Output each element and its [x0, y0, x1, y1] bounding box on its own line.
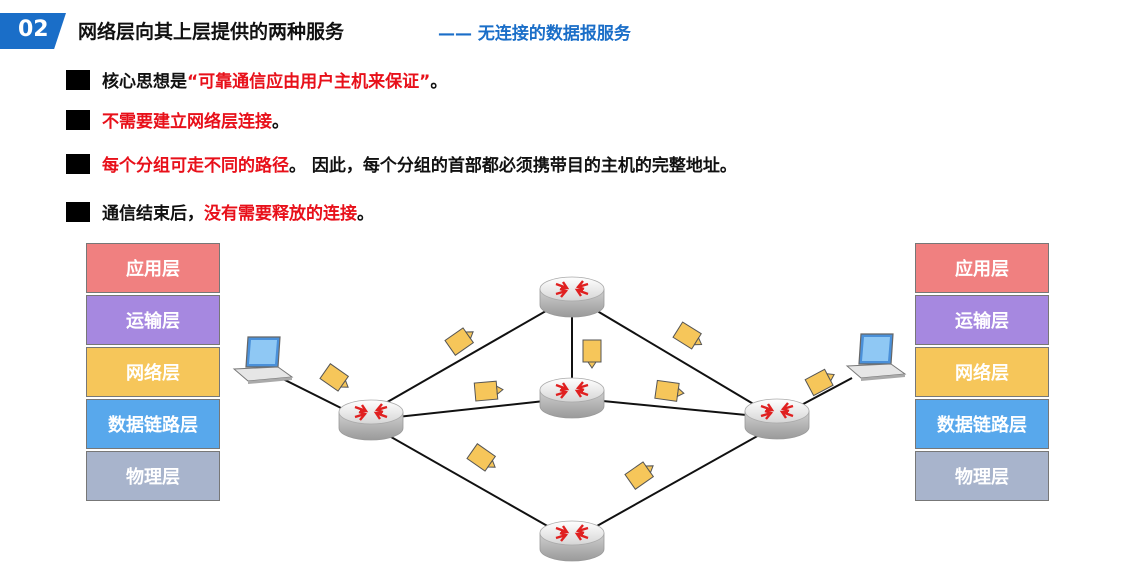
- bullet-item-4: 通信结束后， 没有需要释放的连接 。: [66, 199, 374, 224]
- router-icon: [538, 519, 606, 563]
- packet-icon: [319, 363, 354, 396]
- bullet-text: 。: [430, 72, 448, 92]
- bullet-item-3: 每个分组可走不同的路径 。 因此，每个分组的首部都必须携带目的主机的完整地址。: [66, 151, 737, 176]
- section-number-badge: 02: [0, 13, 66, 49]
- bullet-square-icon: [66, 69, 90, 90]
- layer-network: 网络层: [915, 347, 1049, 397]
- bullet-highlight: 没有需要释放的连接: [204, 204, 357, 224]
- section-number: 02: [18, 17, 49, 42]
- layer-physical: 物理层: [915, 451, 1049, 501]
- bullet-text: 核心思想是: [102, 72, 187, 92]
- bullet-text: 通信结束后，: [102, 204, 204, 224]
- layer-physical: 物理层: [86, 451, 220, 501]
- layer-application: 应用层: [915, 243, 1049, 293]
- bullet-highlight: 不需要建立网络层连接: [102, 112, 272, 132]
- bullet-item-2: 不需要建立网络层连接 。: [66, 107, 289, 132]
- bullet-highlight: 每个分组可走不同的路径: [102, 156, 289, 176]
- page-title: 网络层向其上层提供的两种服务: [78, 21, 345, 43]
- router-icon: [538, 376, 606, 420]
- left-protocol-stack: 应用层 运输层 网络层 数据链路层 物理层: [86, 243, 220, 503]
- layer-application: 应用层: [86, 243, 220, 293]
- layer-data-link: 数据链路层: [915, 399, 1049, 449]
- bullet-square-icon: [66, 109, 90, 130]
- laptop-icon: [846, 333, 906, 382]
- layer-data-link: 数据链路层: [86, 399, 220, 449]
- laptop-icon: [233, 336, 293, 385]
- bullet-text: 。 因此，每个分组的首部都必须携带目的主机的完整地址。: [289, 156, 737, 176]
- network-links: [274, 295, 853, 541]
- layer-transport: 运输层: [915, 295, 1049, 345]
- right-protocol-stack: 应用层 运输层 网络层 数据链路层 物理层: [915, 243, 1049, 503]
- packet-icon: [672, 321, 707, 353]
- layer-network: 网络层: [86, 347, 220, 397]
- page-subtitle: —— 无连接的数据报服务: [438, 24, 631, 44]
- packet-icon: [624, 457, 659, 490]
- router-icon: [538, 275, 606, 319]
- packet-icon: [654, 379, 686, 403]
- bullet-square-icon: [66, 201, 90, 222]
- bullet-item-1: 核心思想是 “可靠通信应由用户主机来保证” 。: [66, 67, 447, 92]
- bullet-text: 。: [357, 204, 374, 224]
- bullet-text: 。: [272, 112, 289, 132]
- bullet-highlight: “可靠通信应由用户主机来保证”: [187, 72, 431, 92]
- packet-icon: [444, 323, 479, 356]
- bullet-square-icon: [66, 153, 90, 174]
- packet-icon: [473, 380, 505, 402]
- packet-icon: [466, 443, 501, 476]
- router-icon: [743, 397, 811, 441]
- router-icon: [337, 398, 405, 442]
- layer-transport: 运输层: [86, 295, 220, 345]
- packet-icon: [804, 366, 839, 397]
- packet-icon: [582, 339, 602, 369]
